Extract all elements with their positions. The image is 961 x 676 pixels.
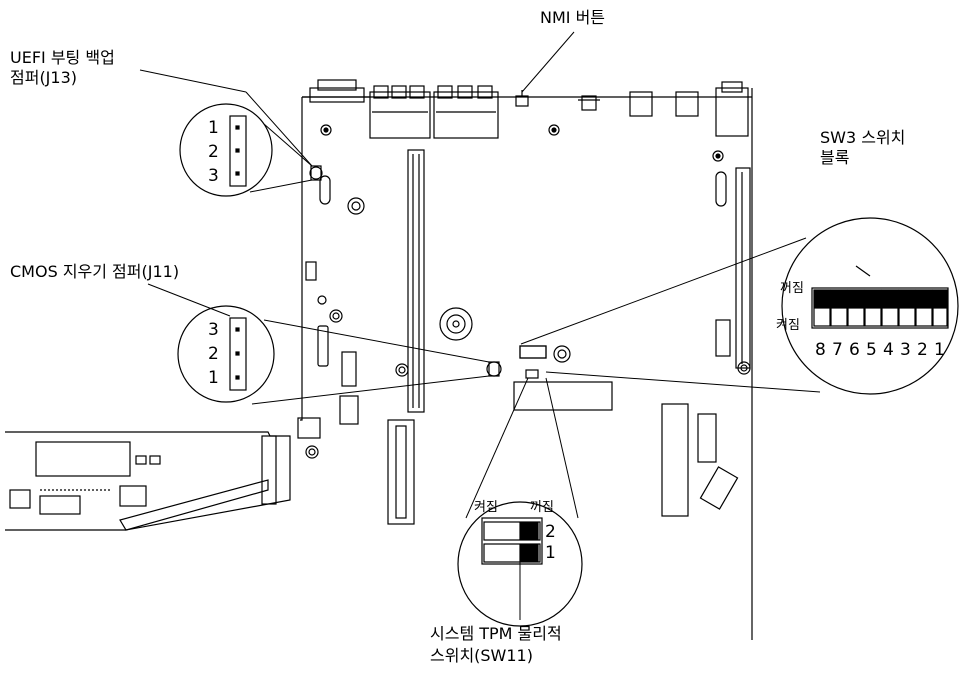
sw11-zoom-circle [457, 501, 583, 627]
tpm-switch-label-line2: 스위치(SW11) [430, 646, 533, 665]
sw3-switch-2: 2 [917, 340, 928, 360]
sw11-off-label: 꺼짐 [530, 500, 554, 515]
pcie-slot-right [735, 167, 751, 369]
sw3-label-line2: 블록 [820, 148, 850, 167]
uefi-pin-3: 3 [208, 166, 219, 186]
uefi-jumper-label-line1: UEFI 부팅 백업 [10, 48, 115, 67]
sw3-switch-5: 5 [866, 340, 877, 360]
board-components [297, 124, 751, 525]
sw11-switch-1: 1 [545, 543, 556, 563]
uefi-jumper-label-line2: 점퍼(J13) [10, 68, 78, 87]
uefi-pin-1: 1 [208, 118, 219, 138]
j13-on-board [309, 165, 323, 181]
nmi-button-label: NMI 버튼 [540, 8, 606, 27]
sw3-switch-4: 4 [883, 340, 894, 360]
sw3-switches [813, 289, 948, 327]
uefi-pin-2: 2 [208, 142, 219, 162]
cmos-pin-3: 3 [208, 320, 219, 340]
uefi-zoom-circle [179, 103, 273, 197]
sw11-on-label: 켜짐 [474, 500, 498, 515]
sw3-switch-3: 3 [900, 340, 911, 360]
sw3-switch-7: 7 [832, 340, 843, 360]
sw3-on-board [519, 345, 547, 359]
sw11-switch-2: 2 [545, 522, 556, 542]
rear-connectors [309, 79, 749, 139]
sw3-switch-6: 6 [849, 340, 860, 360]
sw3-zoom-circle [781, 217, 959, 395]
sw3-switch-1: 1 [934, 340, 945, 360]
riser-card [5, 431, 291, 531]
system-board-outline [300, 88, 753, 640]
pcie-slot-left [407, 149, 425, 413]
j11-on-board [486, 361, 502, 377]
sw3-label-line1: SW3 스위치 [820, 128, 906, 147]
cmos-pin-1: 1 [208, 368, 219, 388]
sw3-on-label: 켜짐 [776, 318, 800, 333]
cmos-pin-2: 2 [208, 344, 219, 364]
cmos-zoom-circle [177, 305, 275, 403]
sw3-switch-8: 8 [815, 340, 826, 360]
cmos-jumper-label: CMOS 지우기 점퍼(J11) [10, 262, 180, 281]
callout-lines [139, 31, 821, 620]
sw3-off-label: 꺼짐 [780, 281, 804, 296]
tpm-switch-label-line1: 시스템 TPM 물리적 [430, 624, 562, 643]
